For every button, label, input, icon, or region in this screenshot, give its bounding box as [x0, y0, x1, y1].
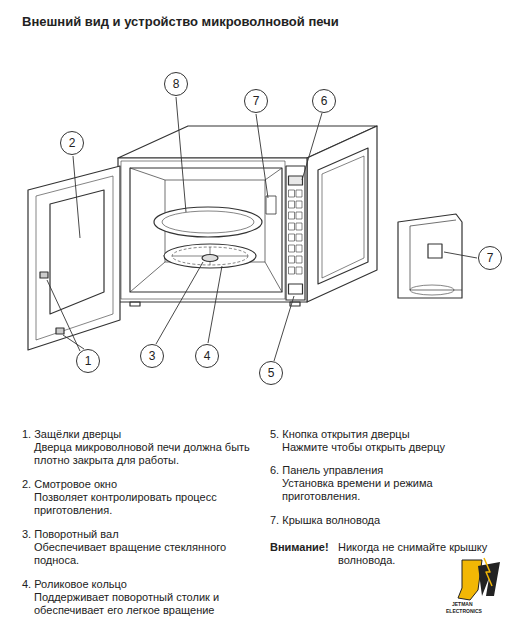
callout-text: 3 [149, 349, 156, 363]
callout-text: 8 [173, 77, 180, 91]
callout-text: 7 [253, 94, 260, 108]
roller-ring [164, 244, 256, 268]
warning-label: Внимание! [270, 541, 340, 554]
list-heading: 4. Роликовое кольцо [22, 578, 262, 591]
door-latch [40, 272, 48, 278]
panel-button [296, 245, 302, 252]
list-heading: 2. Смотровое окно [22, 478, 262, 491]
panel-button [289, 201, 295, 208]
waveguide-cover [266, 196, 276, 214]
panel-button [289, 212, 295, 219]
control-panel [286, 166, 305, 300]
callout-number: 8 [164, 72, 188, 96]
list-heading: 6. Панель управления [270, 464, 510, 477]
panel-button [289, 234, 295, 241]
panel-button [296, 190, 302, 197]
side-vent [318, 148, 368, 284]
door [28, 166, 120, 350]
callout-number: 6 [312, 89, 336, 113]
panel-button [296, 267, 302, 274]
list-text: Обеспечивает вращение стеклянного поднос… [34, 541, 264, 567]
inset-cavity [398, 214, 462, 298]
callout-text: 2 [69, 136, 76, 150]
callout-number: 1 [76, 349, 100, 373]
leader-lines [47, 97, 477, 361]
callout-text: 1 [85, 354, 92, 368]
panel-button [296, 223, 302, 230]
logo-text: JETMAN [452, 601, 512, 607]
door-inner [36, 176, 113, 340]
panel-button [289, 256, 295, 263]
callout-number: 7 [478, 246, 502, 270]
title: Внешний вид и устройство микроволновой п… [22, 14, 339, 30]
logo [458, 558, 500, 600]
panel-button [289, 245, 295, 252]
list-heading: 5. Кнопка открытия дверцы [270, 428, 510, 441]
list-text: Нажмите чтобы открыть дверцу [282, 441, 512, 454]
callout-text: 7 [487, 251, 494, 265]
callout-number: 2 [60, 131, 84, 155]
logo-text: ELECTRONICS [446, 608, 516, 614]
callout-text: 4 [204, 349, 211, 363]
door-window [50, 190, 104, 314]
callout-text: 6 [321, 94, 328, 108]
inset-waveguide-cover [428, 244, 442, 258]
side-vent-inner [322, 156, 364, 278]
list-text: Позволяет контролировать процесс пригото… [34, 491, 264, 517]
panel-button [296, 212, 302, 219]
list-heading: 3. Поворотный вал [22, 528, 262, 541]
display [289, 176, 303, 185]
panel-button [289, 223, 295, 230]
door-latch [56, 328, 64, 334]
list-heading: 7. Крышка волновода [270, 514, 510, 527]
list-heading: 1. Защёлки дверцы [22, 428, 262, 441]
callout-number: 5 [259, 361, 283, 385]
warning-text: Никогда не снимайте крышку волновода. [338, 541, 514, 567]
callout-number: 3 [140, 344, 164, 368]
callout-text: 5 [268, 366, 275, 380]
body-side [307, 126, 377, 302]
panel-button [289, 267, 295, 274]
panel-button [296, 234, 302, 241]
list-text: Дверца микроволновой печи должна быть пл… [34, 441, 264, 467]
list-text: Поддерживает поворотный столик и обеспеч… [34, 591, 264, 617]
glass-tray [154, 207, 262, 237]
body-front-rim [121, 161, 285, 299]
turntable-shaft [202, 255, 218, 262]
door-open-button [289, 284, 303, 294]
callout-number: 4 [195, 344, 219, 368]
panel-button [296, 256, 302, 263]
panel-button [289, 190, 295, 197]
body-front [118, 158, 307, 302]
list-text: Установка времени и режима приготовления… [282, 477, 508, 503]
cavity-opening [130, 168, 282, 292]
panel-button [296, 201, 302, 208]
callout-number: 7 [244, 89, 268, 113]
